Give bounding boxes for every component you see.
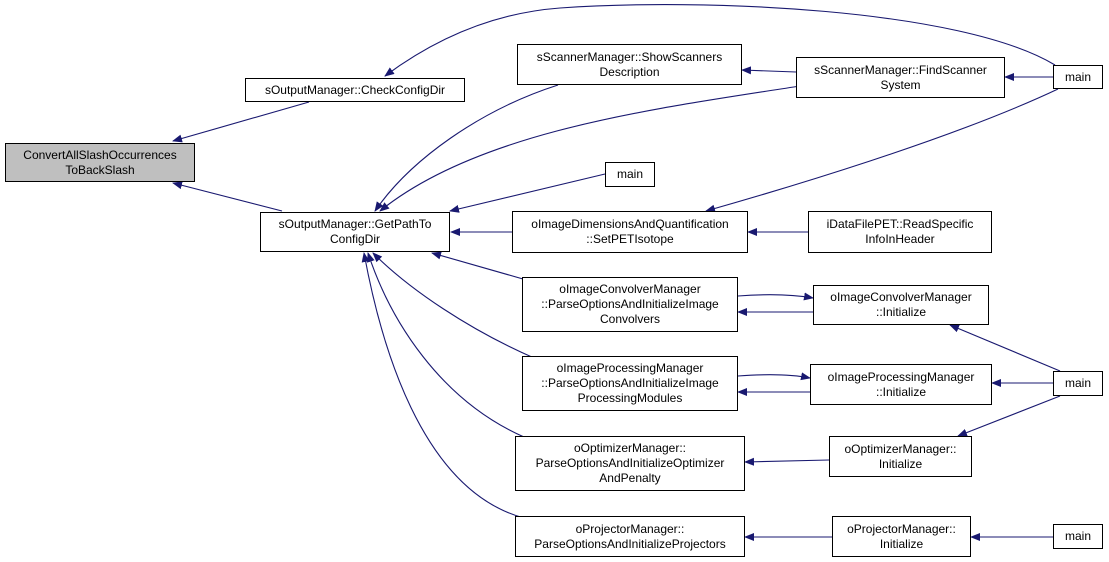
edge-show_scanners-to-get_path (374, 84, 559, 212)
node-label-line: sScannerManager::FindScanner (814, 62, 987, 77)
edge-check_config-to-convert (172, 101, 310, 143)
node-label-line: ::Initialize (875, 305, 927, 319)
edge-conv_parse-to-get_path (431, 251, 524, 280)
edge-main_3-to-conv_init (949, 324, 1061, 372)
node-label-line: System (880, 77, 921, 92)
node-label-line: oImageConvolverManager (559, 282, 701, 296)
node-label-line: oProjectorManager:: (575, 521, 685, 536)
node-processing-parse-options[interactable]: oImageProcessingManager ::ParseOptionsAn… (522, 356, 738, 411)
node-main[interactable]: main (1053, 65, 1103, 89)
edge-proc_parse-to-get_path (372, 252, 535, 359)
edge-main_3-to-opt_init (957, 395, 1061, 437)
node-convolver-parse-options[interactable]: oImageConvolverManager ::ParseOptionsAnd… (522, 277, 738, 332)
edge-get_path-to-convert (172, 181, 283, 212)
node-main[interactable]: main (1053, 371, 1103, 396)
node-label-line: Initialize (878, 456, 923, 471)
node-processing-initialize[interactable]: oImageProcessingManager ::Initialize (810, 364, 992, 405)
node-label-line: oImageProcessingManager (556, 361, 704, 375)
node-label-line: ProcessingModules (577, 391, 683, 405)
node-label-line: ConvertAllSlashOccurrences (23, 147, 177, 162)
node-label-line: ToBackSlash (65, 162, 135, 177)
edge-find_scanner-to-get_path (379, 85, 801, 212)
edge-opt_init-to-opt_parse (744, 457, 830, 466)
node-check-config-dir[interactable]: sOutputManager::CheckConfigDir (245, 78, 465, 102)
node-show-scanners-description[interactable]: sScannerManager::ShowScanners Descriptio… (517, 44, 742, 85)
node-main[interactable]: main (1053, 524, 1103, 549)
node-label-line: Convolvers (599, 312, 661, 326)
edge-opt_parse-to-get_path (367, 252, 525, 438)
node-label-line: InfoInHeader (865, 232, 935, 246)
edge-proj_parse-to-get_path (361, 252, 525, 519)
edge-main_1-to-set_pet (705, 88, 1059, 213)
node-projector-initialize[interactable]: oProjectorManager:: Initialize (832, 516, 971, 557)
node-label-line: ::Initialize (875, 384, 927, 399)
edge-conv_parse-to-conv_init (737, 292, 814, 301)
node-label-line: oImageConvolverManager (830, 290, 972, 304)
node-label-line: main (1064, 69, 1091, 84)
node-main[interactable]: main (605, 162, 655, 187)
node-set-pet-isotope[interactable]: oImageDimensionsAndQuantification ::SetP… (512, 211, 748, 253)
node-label-line: sScannerManager::ShowScanners (536, 49, 723, 64)
node-label-line: oImageDimensionsAndQuantification (531, 217, 729, 231)
node-label-line: ConfigDir (329, 232, 380, 246)
node-label-line: main (1064, 529, 1091, 543)
node-projector-parse-options[interactable]: oProjectorManager:: ParseOptionsAndIniti… (515, 516, 745, 557)
node-label-line: main (1064, 376, 1091, 390)
edge-proc_parse-to-proc_init (737, 372, 811, 381)
node-label-line: sOutputManager::CheckConfigDir (264, 82, 446, 97)
node-label-line: ParseOptionsAndInitializeOptimizer (535, 456, 725, 470)
node-label-line: Initialize (879, 536, 924, 551)
node-label-line: oImageProcessingManager (827, 369, 975, 384)
node-convolver-initialize[interactable]: oImageConvolverManager ::Initialize (813, 285, 989, 325)
node-label-line: oOptimizerManager:: (844, 441, 957, 456)
node-label-line: ::ParseOptionsAndInitializeImage (541, 297, 719, 311)
edge-main_2-to-get_path (449, 173, 606, 213)
node-optimizer-initialize[interactable]: oOptimizerManager:: Initialize (829, 436, 972, 477)
node-label-line: Description (599, 64, 660, 79)
node-label-line: sOutputManager::GetPathTo (278, 217, 432, 231)
node-label-line: oProjectorManager:: (847, 521, 956, 536)
node-read-specific-info-in-header[interactable]: iDataFilePET::ReadSpecific InfoInHeader (808, 211, 992, 253)
node-optimizer-parse-options[interactable]: oOptimizerManager:: ParseOptionsAndIniti… (515, 436, 745, 491)
node-label-line: oOptimizerManager:: (573, 441, 687, 455)
node-get-path-to-config-dir[interactable]: sOutputManager::GetPathTo ConfigDir (260, 212, 450, 252)
edge-main_1-to-check_config (384, 4, 1056, 77)
node-label-line: ParseOptionsAndInitializeProjectors (534, 536, 726, 551)
edge-find_scanner-to-show_scanners (741, 66, 797, 75)
node-label-line: ::ParseOptionsAndInitializeImage (541, 376, 719, 390)
node-label-line: main (616, 167, 643, 181)
node-label-line: AndPenalty (599, 471, 661, 485)
node-label-line: ::SetPETIsotope (586, 232, 674, 246)
node-convert-all-slash-occurrences[interactable]: ConvertAllSlashOccurrences ToBackSlash (5, 143, 195, 182)
node-label-line: iDataFilePET::ReadSpecific (826, 217, 974, 231)
node-find-scanner-system[interactable]: sScannerManager::FindScanner System (796, 57, 1005, 98)
